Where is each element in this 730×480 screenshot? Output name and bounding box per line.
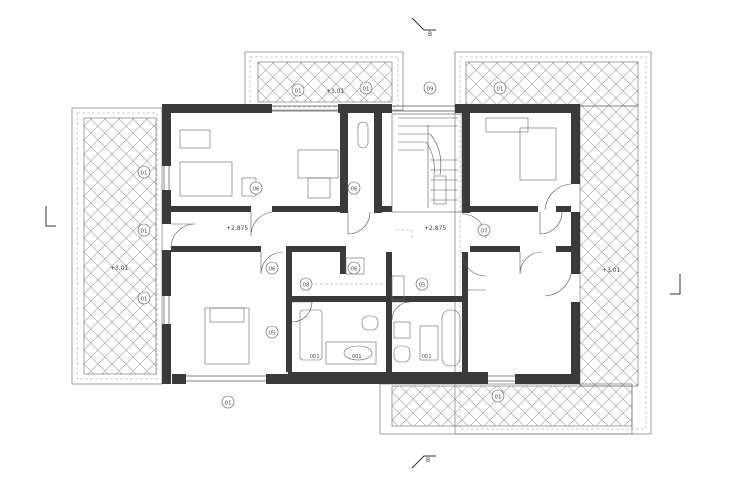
section-markers: B B [45,17,681,469]
section-marker-north: B [411,17,436,38]
room-tag: 06 [347,261,361,275]
room-tag: 01 [137,291,151,305]
staircase [391,113,463,213]
interior-walls [171,113,571,372]
svg-text:01: 01 [141,229,148,235]
furniture [179,117,557,367]
elevation-label: +3,01 [602,267,621,274]
room-tag: 01 [359,81,373,95]
svg-text:06: 06 [253,187,260,193]
svg-text:01: 01 [495,395,502,401]
svg-text:01: 01 [363,87,370,93]
svg-text:08: 08 [303,283,310,289]
svg-text:09: 09 [427,87,434,93]
svg-text:B: B [426,457,430,464]
room-tag: 01 [493,81,507,95]
svg-text:001: 001 [422,354,432,360]
room-tag: 01 [491,389,505,403]
svg-text:B: B [428,31,432,38]
room-tag: 01 [137,165,151,179]
room-tag: 08 [299,277,313,291]
terrace-south [379,383,633,435]
svg-text:05: 05 [269,331,276,337]
svg-text:01: 01 [295,89,302,95]
svg-text:001: 001 [310,354,320,360]
section-marker-west [45,206,56,227]
elevation-label: +2,875 [226,225,248,232]
room-tag: 05 [415,277,429,291]
svg-text:07: 07 [481,229,488,235]
room-tag: 07 [477,223,491,237]
guide-lines [300,229,413,285]
room-tag: 01 [221,395,235,409]
elevation-label: +3,01 [110,265,129,272]
section-marker-east [670,274,681,295]
room-tag: 01 [291,83,305,97]
svg-text:01: 01 [497,87,504,93]
svg-text:01: 01 [141,297,148,303]
room-tag: 01 [137,223,151,237]
room-tag: 09 [423,81,437,95]
elevation-label: +3,01 [326,88,345,95]
room-tag: 06 [249,181,263,195]
elevation-marks: +2,875 +2,875 +3,01 +3,01 +3,01 [110,88,621,274]
room-tag: 06 [265,261,279,275]
terrace-east [454,51,652,435]
room-tag: 05 [265,325,279,339]
room-tags: 01 01 01 01 01 01 01 01 05 05 06 06 06 0… [137,81,507,409]
terrace-west [71,107,163,385]
room-tag: 06 [347,181,361,195]
windows [163,105,515,382]
doors [170,183,572,323]
svg-text:05: 05 [419,283,426,289]
svg-text:01: 01 [225,401,232,407]
svg-text:06: 06 [351,187,358,193]
svg-text:001: 001 [352,354,362,360]
svg-text:06: 06 [351,267,358,273]
svg-text:01: 01 [141,171,148,177]
exterior-walls [162,104,580,384]
terrace-north [244,51,404,111]
svg-text:06: 06 [269,267,276,273]
bath-labels: 001 001 001 [310,354,432,360]
elevation-label: +2,875 [424,225,446,232]
section-marker-south: B [411,455,436,469]
